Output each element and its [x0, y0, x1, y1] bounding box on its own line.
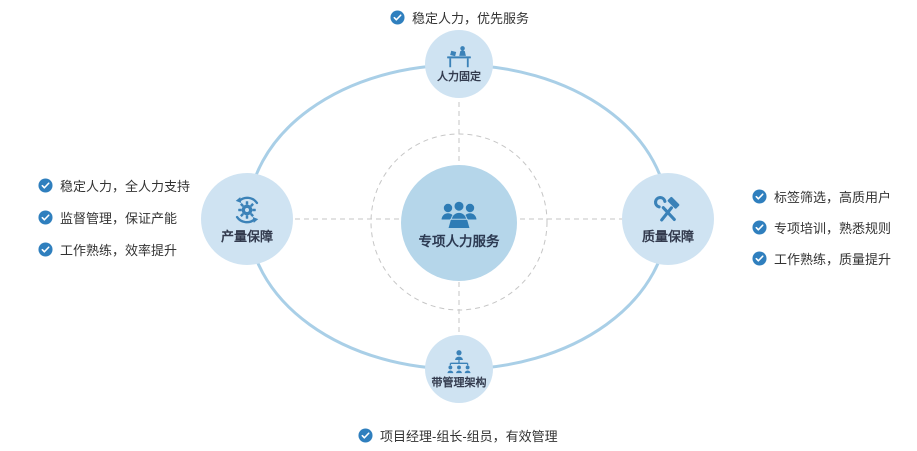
org-structure-icon [445, 349, 473, 375]
annotation-left-1: 稳定人力，全人力支持 [38, 177, 191, 194]
annotation-right-1: 标签筛选，高质用户 [752, 188, 892, 205]
annotation-right-3: 工作熟练，质量提升 [752, 250, 892, 267]
annotation-left-3: 工作熟练，效率提升 [38, 241, 178, 258]
desk-person-icon [445, 45, 473, 69]
check-icon [38, 209, 53, 225]
gear-sync-icon [230, 193, 264, 227]
annotation-bottom-text: 项目经理-组长-组员，有效管理 [380, 428, 558, 444]
check-icon [38, 177, 53, 193]
check-icon [358, 427, 373, 443]
check-icon [752, 250, 767, 266]
check-icon [752, 188, 767, 204]
node-bottom-label: 带管理架构 [431, 376, 487, 389]
annotation-right-2: 专项培训，熟悉规则 [752, 219, 892, 236]
annotation-bottom: 项目经理-组长-组员，有效管理 [358, 427, 558, 444]
team-podium-icon [433, 197, 485, 231]
check-icon [38, 241, 53, 257]
node-center-service: 专项人力服务 [401, 165, 517, 281]
node-left-label: 产量保障 [220, 229, 273, 245]
annotation-top: 稳定人力，优先服务 [390, 9, 530, 26]
annotation-right-3-text: 工作熟练，质量提升 [774, 251, 892, 267]
node-top-label: 人力固定 [437, 70, 481, 83]
node-fixed-manpower: 人力固定 [425, 30, 493, 98]
annotation-left-1-text: 稳定人力，全人力支持 [60, 178, 191, 194]
node-management-structure: 带管理架构 [425, 335, 493, 403]
center-label: 专项人力服务 [418, 233, 500, 249]
node-output-guarantee: 产量保障 [201, 173, 293, 265]
annotation-top-text: 稳定人力，优先服务 [412, 10, 530, 26]
annotation-right-1-text: 标签筛选，高质用户 [774, 189, 892, 205]
tools-icon [651, 193, 685, 227]
check-icon [390, 9, 405, 25]
annotation-left-2-text: 监督管理，保证产能 [60, 210, 178, 226]
node-quality-guarantee: 质量保障 [622, 173, 714, 265]
node-right-label: 质量保障 [641, 229, 694, 245]
check-icon [752, 219, 767, 235]
annotation-right-2-text: 专项培训，熟悉规则 [774, 220, 892, 236]
annotation-left-2: 监督管理，保证产能 [38, 209, 178, 226]
annotation-left-3-text: 工作熟练，效率提升 [60, 242, 178, 258]
